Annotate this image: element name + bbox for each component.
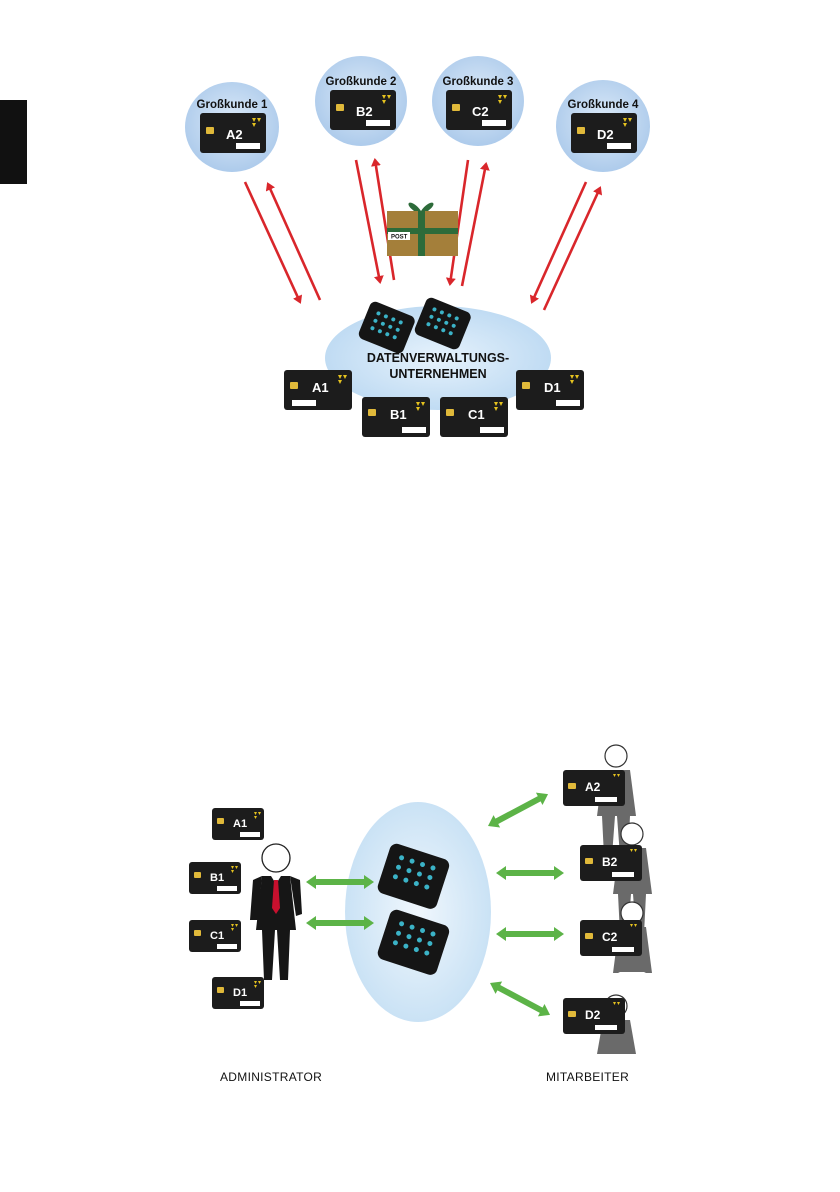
- customer-label-2: Großkunde 2: [326, 76, 397, 88]
- green-arrow-employee-4: [487, 977, 554, 1021]
- arrow-down-1: [245, 182, 300, 302]
- smartcard-company-d1: D1: [516, 370, 584, 410]
- administrator-figure: [250, 844, 302, 980]
- card-label: B1: [390, 407, 407, 422]
- card-label: C2: [602, 930, 618, 944]
- employee-4: D2: [563, 995, 636, 1054]
- center-label-line2: UNTERNEHMEN: [389, 367, 486, 381]
- smartcard-customer-4: D2: [571, 113, 637, 153]
- card-label: C1: [468, 407, 485, 422]
- card-label: B2: [602, 855, 618, 869]
- administrator-label: ADMINISTRATOR: [220, 1070, 322, 1084]
- card-label: C2: [472, 104, 489, 119]
- card-label: D1: [233, 987, 247, 999]
- smartcard-customer-2: B2: [330, 90, 396, 130]
- green-arrow-employee-1: [485, 788, 552, 832]
- arrow-up-1: [268, 184, 320, 300]
- smartcard-admin-c1: C1: [189, 920, 241, 952]
- customer-label-1: Großkunde 1: [197, 99, 269, 111]
- parcel-label: POST: [391, 235, 408, 241]
- storage-bubble: [345, 802, 491, 1022]
- arrow-down-4: [532, 182, 586, 302]
- card-label: A2: [585, 780, 601, 794]
- customer-label-4: Großkunde 4: [568, 99, 640, 111]
- green-arrow-employee-2: [496, 866, 564, 880]
- card-label: A1: [233, 818, 247, 830]
- employees-label: MITARBEITER: [546, 1070, 629, 1084]
- card-label: B2: [356, 104, 373, 119]
- smartcard-admin-d1: D1: [212, 977, 264, 1009]
- card-label: D2: [585, 1008, 601, 1022]
- arrow-down-2: [356, 160, 380, 282]
- employee-3: C2: [580, 902, 652, 973]
- card-label: C1: [210, 930, 224, 942]
- card-label: D1: [544, 380, 561, 395]
- smartcard-company-a1: A1: [284, 370, 352, 410]
- smartcard-admin-b1: B1: [189, 862, 241, 894]
- smartcard-company-c1: C1: [440, 397, 508, 437]
- customer-label-3: Großkunde 3: [443, 76, 514, 88]
- card-label: A1: [312, 380, 329, 395]
- smartcard-customer-1: A2: [200, 113, 266, 153]
- green-arrow-employee-3: [496, 927, 564, 941]
- center-label-line1: DATENVERWALTUNGS-: [367, 351, 509, 365]
- card-label: B1: [210, 872, 224, 884]
- card-label: A2: [226, 127, 243, 142]
- arrow-up-4: [544, 188, 600, 310]
- smartcard-company-b1: B1: [362, 397, 430, 437]
- smartcard-admin-a1: A1: [212, 808, 264, 840]
- card-label: D2: [597, 127, 614, 142]
- parcel-icon: POST: [387, 203, 458, 256]
- smartcard-customer-3: C2: [446, 90, 512, 130]
